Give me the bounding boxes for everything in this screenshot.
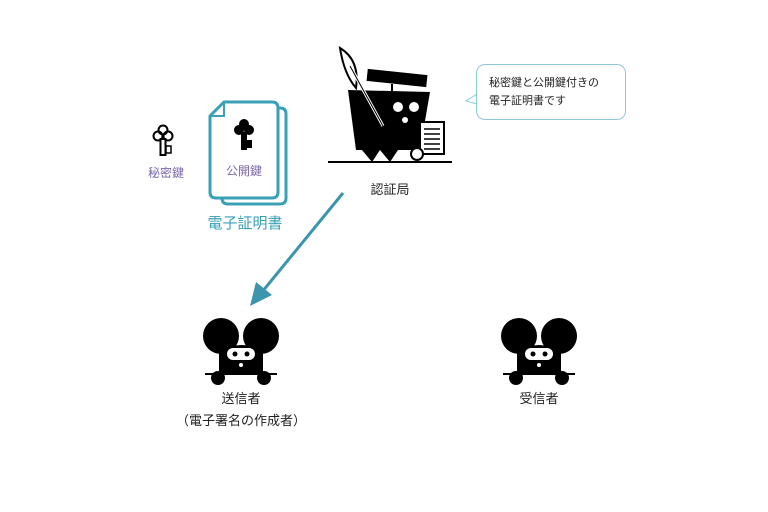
receiver-mouse-icon: [500, 317, 578, 386]
receiver-label: 受信者: [519, 392, 559, 407]
authority-label: 認証局: [370, 183, 410, 198]
sender-label: 送信者: [221, 392, 261, 407]
speech-bubble: 秘密鍵と公開鍵付きの 電子証明書です: [476, 64, 626, 120]
private-key-label: 秘密鍵: [148, 166, 185, 180]
issue-arrow: [250, 192, 345, 306]
sender-sublabel: （電子署名の作成者）: [175, 414, 306, 429]
public-key-label: 公開鍵: [225, 164, 262, 178]
sender-mouse-icon: [202, 317, 280, 386]
bubble-tail: [464, 93, 478, 105]
private-key-icon: [152, 124, 174, 156]
certificate-icon: [208, 100, 288, 206]
bubble-line-1: 秘密鍵と公開鍵付きの: [489, 76, 599, 89]
certificate-title: 電子証明書: [207, 214, 283, 232]
certificate-authority-icon: [328, 46, 452, 163]
bubble-line-2: 電子証明書です: [489, 94, 566, 107]
